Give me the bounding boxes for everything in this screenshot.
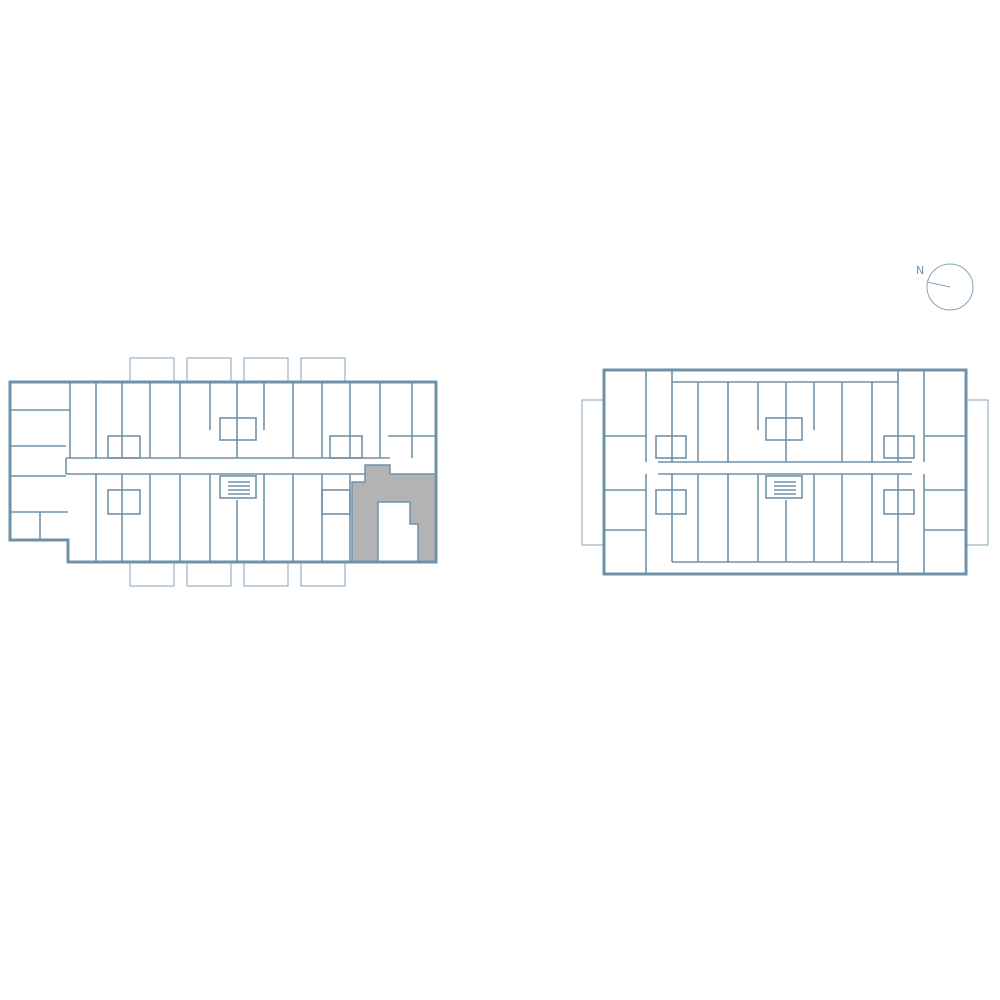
balconies-top-west xyxy=(129,357,346,383)
corridor-west xyxy=(65,457,390,475)
east-building xyxy=(581,368,989,576)
stair-east xyxy=(774,481,796,495)
partitions-bottom-east xyxy=(604,474,966,574)
north-compass: N xyxy=(916,263,974,311)
west-building xyxy=(8,357,438,587)
compass-north-label: N xyxy=(916,264,924,277)
compass-circle xyxy=(926,263,974,311)
compass-needle xyxy=(926,281,951,288)
stair-west xyxy=(228,481,250,495)
corridor-east xyxy=(658,461,912,475)
partitions-top-east xyxy=(604,370,966,462)
partitions-top-west xyxy=(10,382,436,459)
selected-unit[interactable] xyxy=(351,464,437,563)
exterior-wall-east xyxy=(602,368,968,576)
exterior-wall-west xyxy=(8,380,438,564)
balconies-bottom-west xyxy=(129,561,346,587)
partitions-bottom-west xyxy=(10,474,351,562)
balconies-side-east xyxy=(581,399,989,546)
